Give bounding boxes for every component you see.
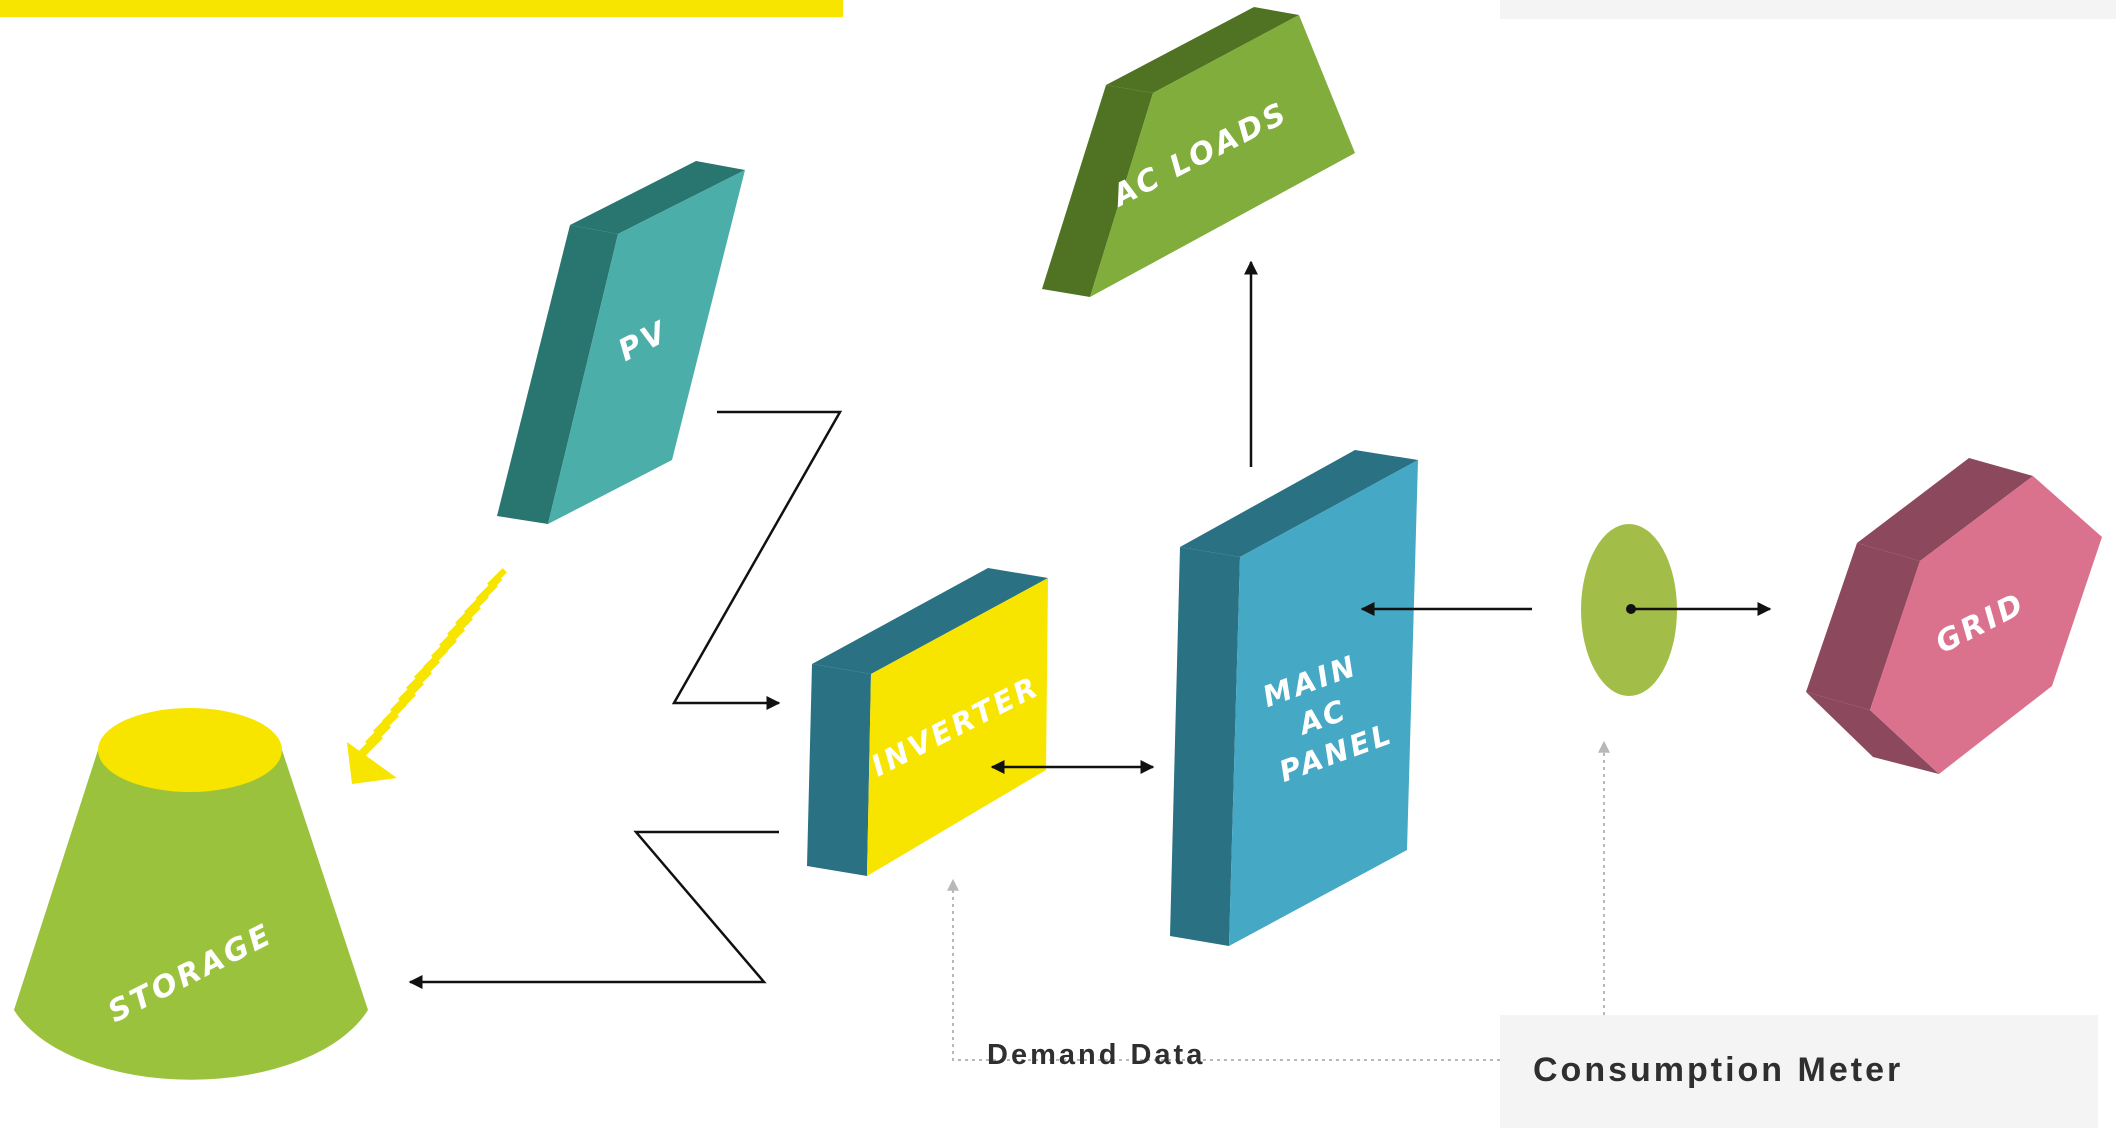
meter-node-dot [1626,604,1636,614]
main-ac-panel-block: MAIN AC PANEL [1170,450,1418,946]
demand-data-dotted-line [947,878,1500,1061]
pv-to-inverter-connector [671,410,843,710]
demand-data-label: Demand Data [987,1039,1205,1071]
consumption-meter-panel [1500,1015,2098,1128]
pv-block: PV [497,161,745,524]
consumption-meter-label: Consumption Meter [1533,1051,1903,1089]
storage-block: STORAGE [14,708,368,1080]
ac-loads-block: AC LOADS [1042,7,1355,297]
grid-block: GRID [1806,458,2102,774]
inverter-storage-connector [408,830,779,989]
inverter-block: INVERTER [807,568,1048,876]
pv-to-storage-arrow [347,568,507,784]
top-gray-bar [1500,0,2116,19]
top-yellow-bar [0,0,843,17]
